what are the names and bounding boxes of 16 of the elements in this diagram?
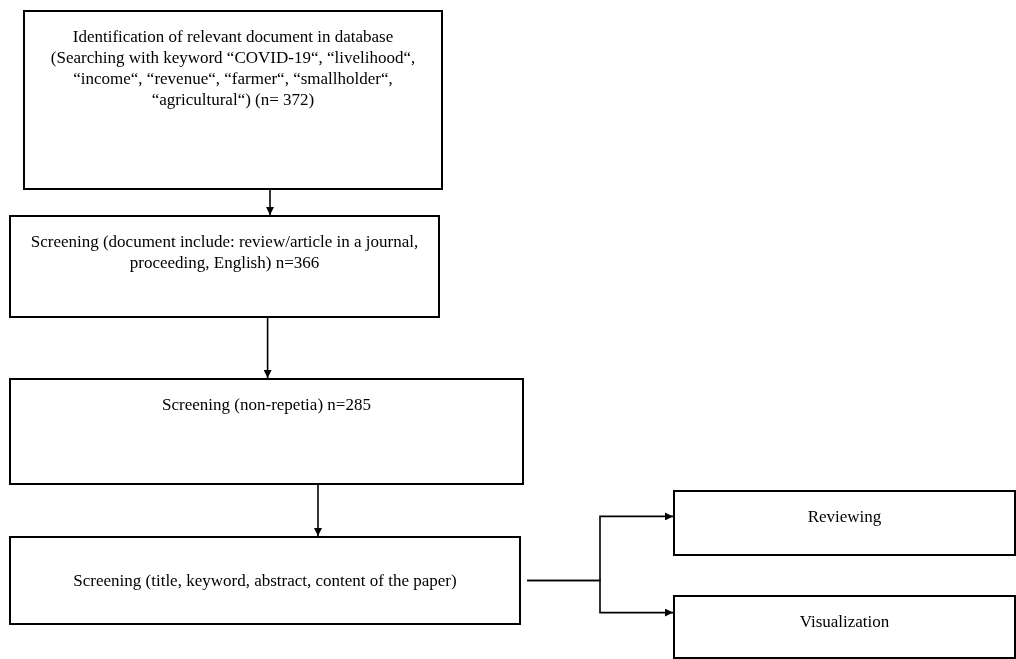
- box-text: Identification of relevant document in database (Searching with keyword “COVID-19“, “livelihood“, “income“, “revenue“, “farmer“, “smallholder“, “agricultural“) (n= 372): [49, 26, 417, 110]
- process-box: [673, 595, 1016, 659]
- process-box: [23, 10, 443, 190]
- process-box: [9, 378, 524, 485]
- box-text: Screening (document include: review/article in a journal, proceeding, English) n=366: [29, 231, 420, 273]
- process-box: [673, 490, 1016, 556]
- arrow: [266, 189, 274, 216]
- box-text: Reviewing: [807, 506, 882, 527]
- process-box: [9, 536, 521, 625]
- box-text: Screening (title, keyword, abstract, content of the paper): [73, 570, 457, 591]
- box-text: Screening (non-repetia) n=285: [162, 394, 371, 415]
- arrow: [526, 579, 674, 617]
- arrow: [314, 484, 322, 537]
- process-box: [9, 215, 440, 318]
- box-text: Visualization: [799, 611, 890, 632]
- arrow: [263, 317, 272, 379]
